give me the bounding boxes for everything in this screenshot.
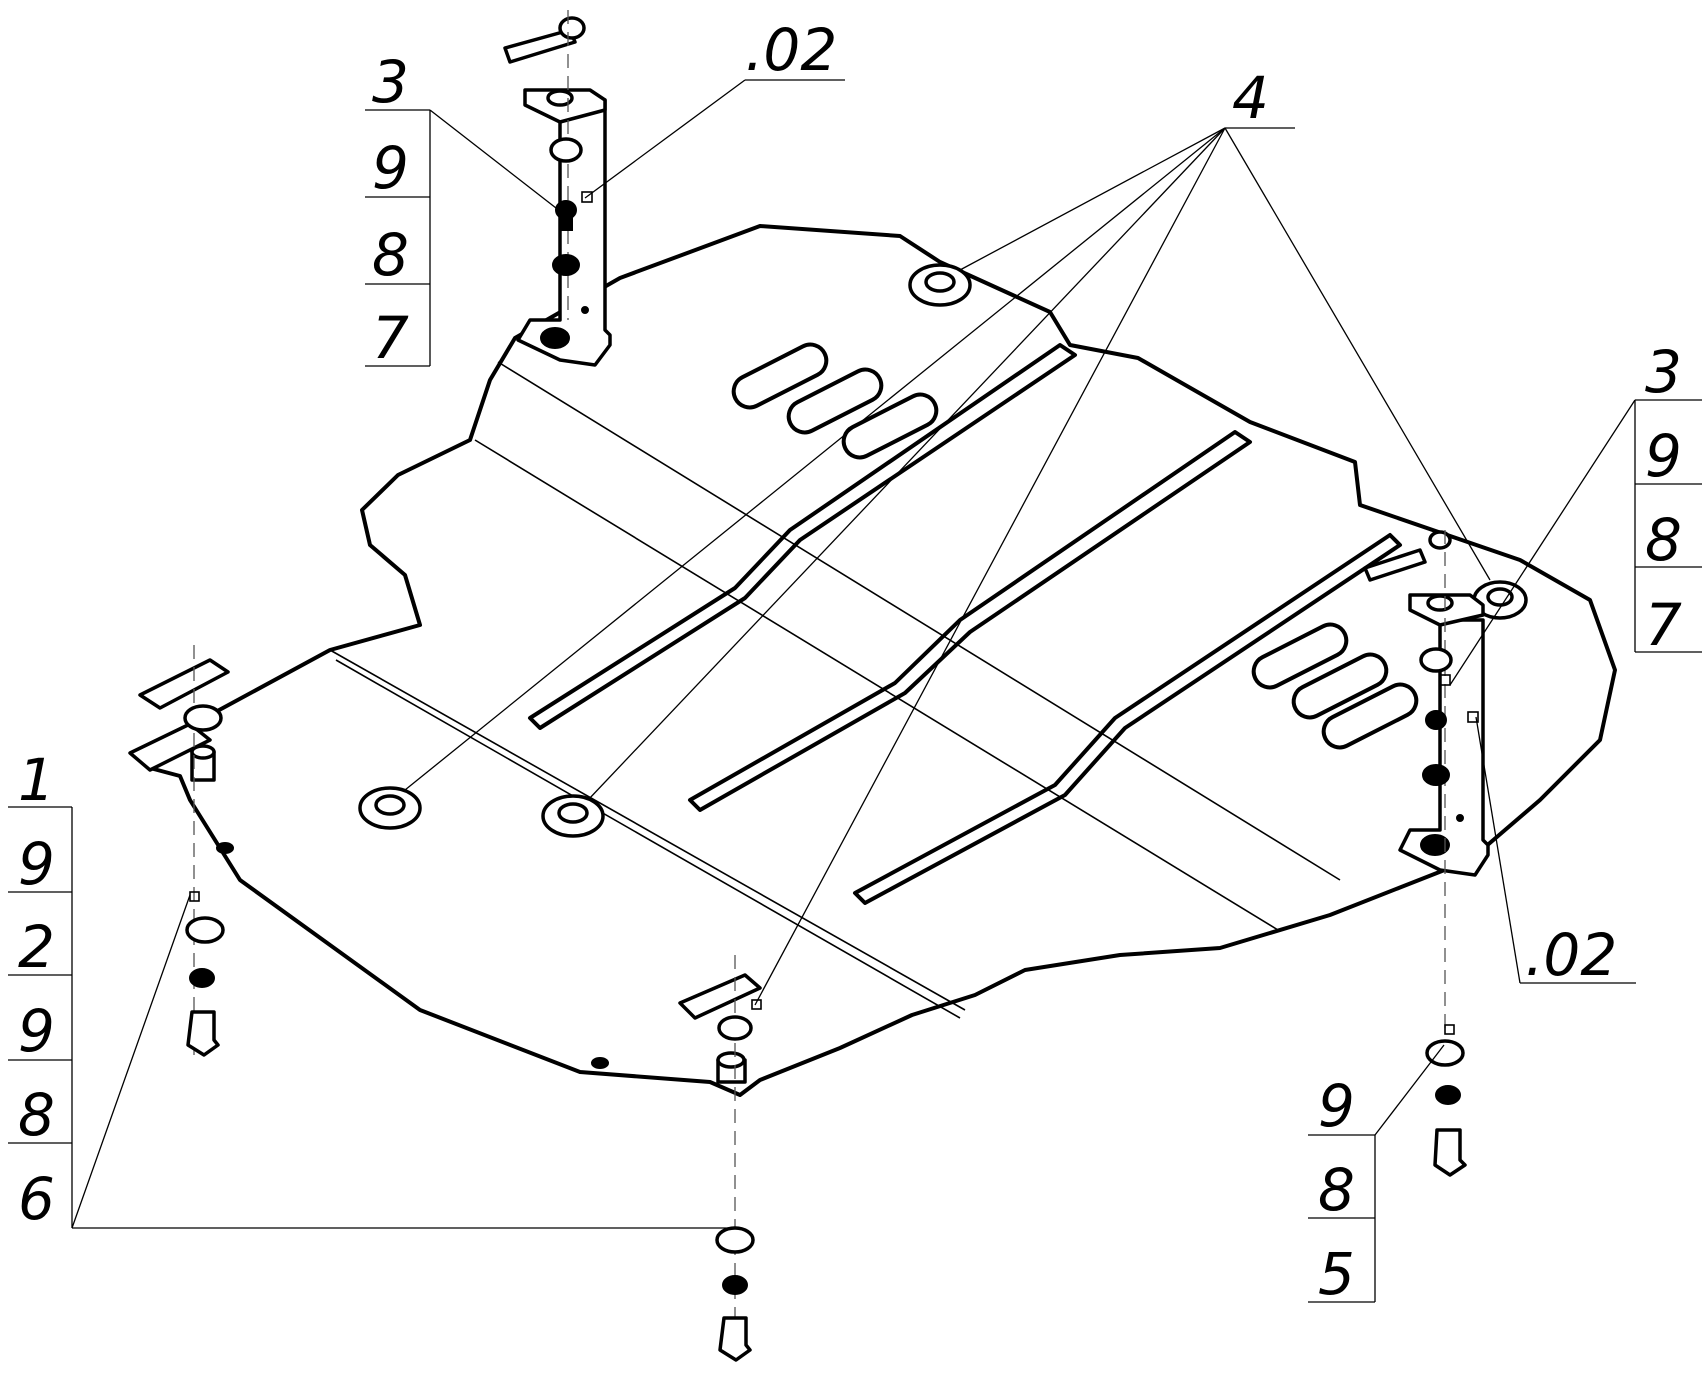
grommet: [1472, 580, 1528, 620]
callout-label: 9: [372, 134, 409, 202]
callout-stack-bottom-right: 9 8 5: [1308, 1072, 1376, 1308]
washer: [183, 704, 223, 732]
leader-line: [71, 894, 191, 1229]
leader-line: [1449, 399, 1636, 686]
callout-label: 9: [18, 830, 55, 898]
callout-ref-top-left: .02: [745, 16, 837, 84]
nut: [581, 191, 593, 203]
leader-line: [584, 79, 746, 199]
nut: [1467, 711, 1479, 723]
grommet: [541, 794, 605, 838]
vent-slots-left: [731, 342, 939, 460]
leader-line: [754, 127, 1226, 1006]
bend-line: [335, 659, 961, 1019]
callout-label: 8: [1645, 506, 1682, 574]
bracket-bottom-center: [678, 973, 762, 1084]
callout-label: 6: [18, 1165, 55, 1233]
leader-line: [429, 109, 566, 216]
callout-label: 9: [1645, 422, 1682, 490]
hole: [581, 306, 589, 314]
bolt: [1433, 1128, 1467, 1177]
washer: [549, 137, 583, 163]
callout-label: 3: [1645, 338, 1682, 406]
nut: [559, 217, 573, 231]
grommet: [358, 786, 422, 830]
callout-top-center: 4: [1232, 64, 1269, 132]
hole: [591, 1057, 609, 1069]
washer: [1425, 710, 1447, 730]
nut: [751, 999, 762, 1010]
leader-line: [404, 127, 1226, 791]
grommet: [908, 263, 972, 307]
bolt: [718, 1316, 752, 1362]
washer: [717, 1015, 753, 1041]
nut: [1444, 1024, 1455, 1035]
washer: [715, 1226, 755, 1254]
stiffening-rib: [853, 533, 1402, 905]
vent-slots-right: [1251, 622, 1419, 750]
callout-label: 9: [1318, 1072, 1355, 1140]
callout-label: 1: [18, 746, 55, 814]
leader-line: [1475, 716, 1521, 984]
bracket-top-left: [503, 16, 612, 367]
leader-line: [1224, 127, 1491, 581]
hole: [216, 842, 234, 854]
callout-stack-left: 1 9 2 9 8 6: [8, 746, 73, 1233]
callout-label: 3: [372, 48, 409, 116]
nut: [1439, 674, 1451, 686]
washer: [1419, 647, 1453, 673]
washer: [1425, 1039, 1465, 1067]
leader-line: [959, 127, 1226, 271]
washer: [552, 254, 580, 276]
callout-ref-right: .02: [1525, 921, 1617, 989]
bend-line: [329, 649, 966, 1011]
bracket-right: [1363, 530, 1490, 877]
washer: [185, 916, 225, 944]
callout-label: 9: [18, 997, 55, 1065]
washer: [1422, 764, 1450, 786]
stiffening-rib: [528, 343, 1077, 730]
callout-label: 8: [18, 1081, 55, 1149]
callout-stack-top-left: 3 9 8 7: [365, 48, 431, 372]
callout-label: 7: [1645, 591, 1682, 659]
washer: [1435, 1085, 1461, 1105]
bend-line: [497, 361, 1341, 881]
leader-line: [1374, 1044, 1445, 1136]
skid-plate-outline: [133, 224, 1617, 1097]
leader-line: [587, 127, 1226, 801]
washer: [722, 1275, 748, 1295]
callout-label: 5: [1318, 1240, 1355, 1308]
callout-label: 2: [18, 913, 55, 981]
washer: [189, 968, 215, 988]
callout-label: 8: [372, 221, 409, 289]
callout-label: 7: [372, 304, 409, 372]
stiffening-rib: [688, 430, 1252, 812]
bracket-bottom-left: [128, 658, 230, 782]
bend-line: [474, 439, 1279, 931]
hole: [1456, 814, 1464, 822]
bolt: [186, 1010, 220, 1057]
callout-label: 8: [1318, 1156, 1355, 1224]
callout-stack-right: 3 9 8 7: [1634, 338, 1702, 659]
